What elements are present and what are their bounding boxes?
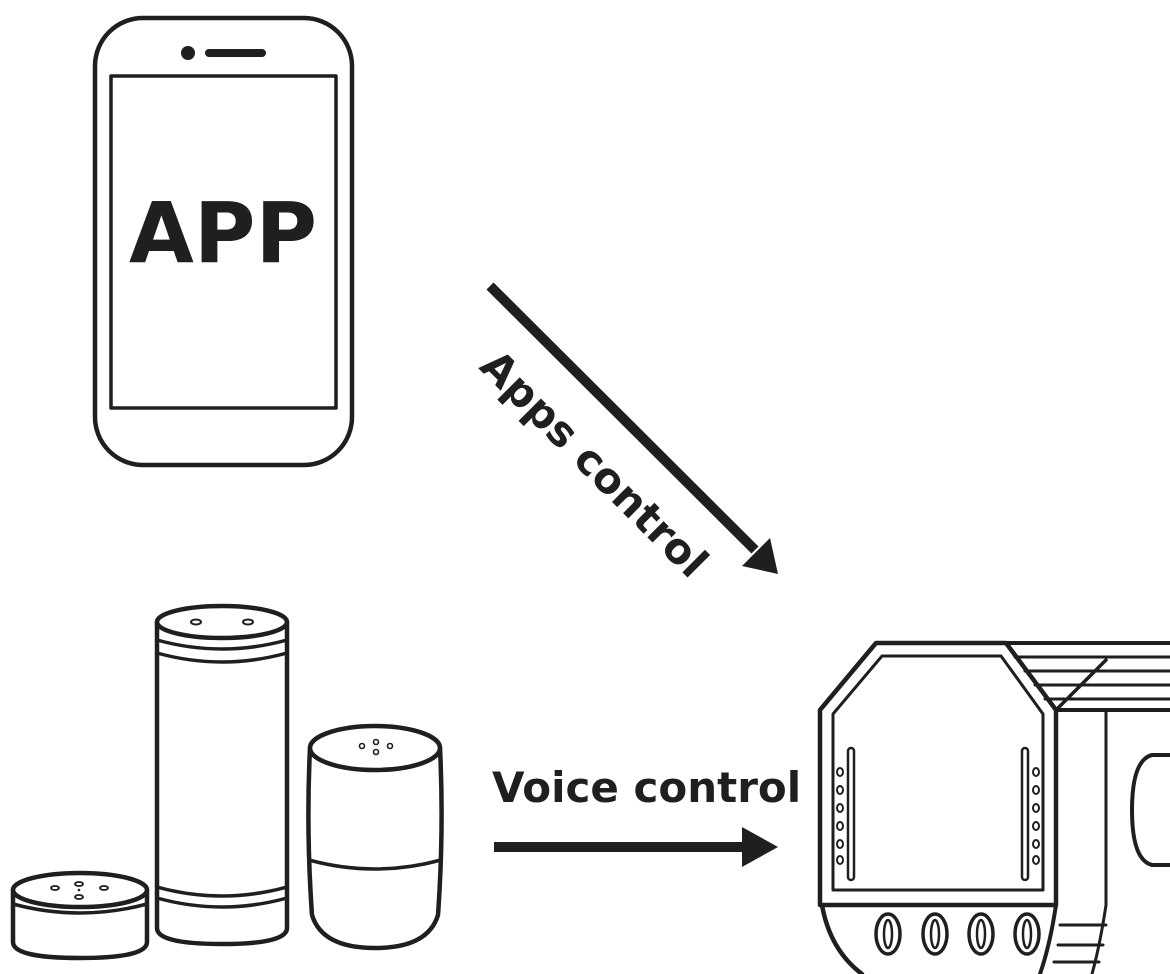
app-screen-label: APP (129, 184, 317, 282)
right-indicator-holes (1032, 767, 1040, 865)
arrowhead-icon (742, 827, 778, 867)
tall-speaker-icon (154, 603, 290, 947)
camera-dot-icon (181, 46, 195, 60)
voice-control-label: Voice control (492, 763, 801, 812)
smart-speakers-icon (10, 603, 444, 961)
left-indicator-holes (836, 767, 844, 865)
dome-speaker-icon (306, 723, 444, 951)
apps-control-label: Apps control (471, 340, 718, 587)
smartphone-icon: APP (92, 15, 355, 468)
puck-speaker-icon (10, 870, 150, 961)
voice-control-arrow: Voice control (492, 763, 801, 867)
smart-relay-module-icon (817, 640, 1170, 974)
apps-control-arrow: Apps control (471, 282, 778, 587)
terminal-screw-holes (874, 912, 1041, 956)
arrowhead-icon (742, 538, 778, 574)
